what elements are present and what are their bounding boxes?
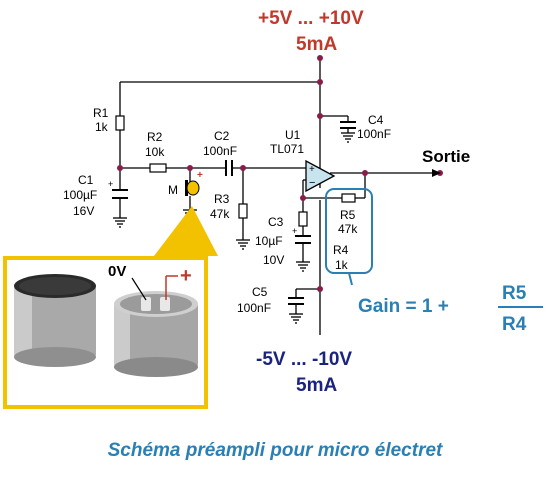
c3-voltage: 10V — [263, 253, 284, 267]
gain-formula-prefix: Gain = 1 + — [358, 296, 449, 317]
caption: Schéma préampli pour micro électret — [107, 440, 443, 461]
u1-value: TL071 — [270, 142, 304, 156]
inset-label-plus: + — [180, 265, 192, 287]
capacitor-polarity: + + — [108, 179, 297, 236]
inset-label-0v: 0V — [108, 263, 126, 280]
r4-body — [298, 211, 308, 227]
r3-value: 47k — [210, 207, 230, 221]
opamp-u1: + − — [305, 159, 336, 193]
u1-ref: U1 — [285, 128, 301, 142]
c4-value: 100nF — [357, 127, 391, 141]
r3-body — [238, 203, 248, 219]
mic-capsule-back — [114, 291, 198, 377]
microphone-symbol: + — [185, 170, 203, 196]
r1-value: 1k — [95, 120, 109, 134]
r3-ref: R3 — [214, 192, 230, 206]
r1-ref: R1 — [93, 106, 109, 120]
gain-numerator: R5 — [502, 283, 527, 304]
gain-denominator: R4 — [502, 314, 527, 335]
svg-text:+: + — [292, 226, 297, 236]
c2-ref: C2 — [214, 129, 230, 143]
r2-body — [149, 163, 167, 173]
wires — [119, 58, 440, 335]
capacitor-symbols — [112, 121, 356, 305]
r5-ref: R5 — [340, 208, 356, 222]
c4-ref: C4 — [368, 113, 384, 127]
junction-dots — [117, 55, 443, 292]
svg-text:+: + — [309, 164, 315, 175]
svg-text:−: − — [309, 177, 315, 189]
r2-value: 10k — [145, 145, 165, 159]
r5-body — [341, 193, 356, 203]
mic-ref: M — [168, 183, 178, 197]
c5-ref: C5 — [252, 285, 268, 299]
supply-negative-voltage: -5V ... -10V — [256, 349, 352, 370]
c1-value: 100µF — [63, 188, 97, 202]
r4-ref: R4 — [333, 243, 349, 257]
c3-value: 10µF — [255, 234, 283, 248]
svg-text:+: + — [108, 179, 113, 189]
supply-negative-current: 5mA — [296, 375, 337, 396]
r2-ref: R2 — [147, 130, 163, 144]
output-label: Sortie — [422, 147, 470, 166]
r1-body — [115, 115, 125, 131]
supply-positive-current: 5mA — [296, 34, 337, 55]
c1-ref: C1 — [78, 173, 94, 187]
c3-ref: C3 — [268, 215, 284, 229]
r5-value: 47k — [338, 222, 358, 236]
labels: R1 1k R2 10k C2 100nF C1 100µF 16V M R3 … — [63, 8, 543, 396]
output-terminal-icon — [432, 169, 441, 177]
c2-value: 100nF — [203, 144, 237, 158]
c1-voltage: 16V — [73, 204, 94, 218]
c5-value: 100nF — [237, 301, 271, 315]
resistor-symbols — [115, 115, 356, 227]
supply-positive-voltage: +5V ... +10V — [258, 8, 364, 29]
microphone-photo-inset — [3, 206, 218, 409]
r4-value: 1k — [335, 258, 349, 272]
mic-capsule-front — [14, 274, 96, 367]
svg-text:+: + — [197, 170, 203, 181]
